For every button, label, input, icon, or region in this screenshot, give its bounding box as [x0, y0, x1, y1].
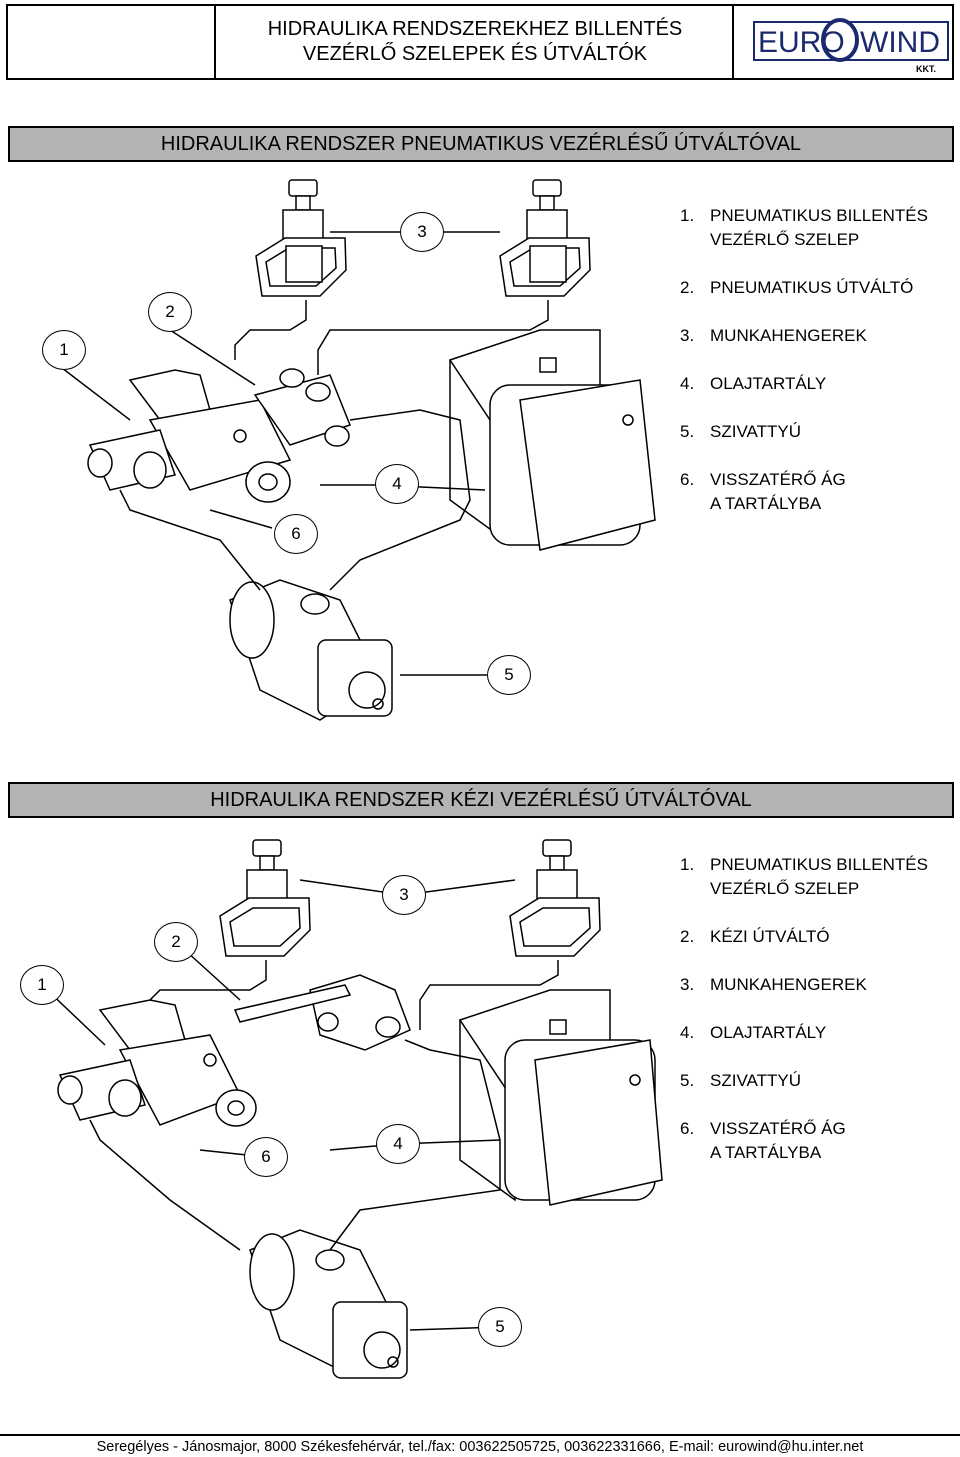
- section1-title-bar: HIDRAULIKA RENDSZER PNEUMATIKUS VEZÉRLÉS…: [8, 126, 954, 162]
- section1-title: HIDRAULIKA RENDSZER PNEUMATIKUS VEZÉRLÉS…: [160, 132, 802, 155]
- section1-pump: [230, 580, 392, 720]
- section1-cylinder-right: [500, 180, 590, 296]
- document-title: HIDRAULIKA RENDSZEREKHEZ BILLENTÉS VEZÉR…: [218, 6, 734, 78]
- section2-valve-assembly: [58, 1000, 256, 1126]
- s1-callout-1: 1: [42, 330, 86, 370]
- header-empty-cell: [8, 6, 216, 78]
- section1-legend: 1.PNEUMATIKUS BILLENTÉS VEZÉRLŐ SZELEP 2…: [680, 204, 928, 540]
- s1-callout-4: 4: [375, 464, 419, 504]
- section2-oil-tank: [460, 990, 662, 1205]
- s1-callout-2: 2: [148, 292, 192, 332]
- section2-cylinder-right: [510, 840, 600, 956]
- s2-callout-5: 5: [478, 1307, 522, 1347]
- s2-callout-2: 2: [154, 922, 198, 962]
- legend-item: 4.OLAJTARTÁLY: [680, 1023, 827, 1042]
- legend-item: 5.SZIVATTYÚ: [680, 1071, 801, 1090]
- section2-legend: 1.PNEUMATIKUS BILLENTÉS VEZÉRLŐ SZELEP 2…: [680, 853, 928, 1189]
- document-footer: Seregélyes - Jánosmajor, 8000 Székesfehé…: [0, 1434, 960, 1455]
- document-header: HIDRAULIKA RENDSZEREKHEZ BILLENTÉS VEZÉR…: [6, 4, 954, 80]
- s1-callout-3: 3: [400, 212, 444, 252]
- section2-title: HIDRAULIKA RENDSZER KÉZI VEZÉRLÉSŰ ÚTVÁL…: [210, 788, 752, 811]
- legend-item: 1.PNEUMATIKUS BILLENTÉS VEZÉRLŐ SZELEP: [680, 855, 928, 898]
- legend-item: 2.PNEUMATIKUS ÚTVÁLTÓ: [680, 278, 914, 297]
- legend-item: 5.SZIVATTYÚ: [680, 422, 801, 441]
- legend-item: 3.MUNKAHENGEREK: [680, 975, 867, 994]
- section2-title-bar: HIDRAULIKA RENDSZER KÉZI VEZÉRLÉSŰ ÚTVÁL…: [8, 782, 954, 818]
- s2-callout-4: 4: [376, 1124, 420, 1164]
- logo-wind: WIND: [860, 26, 940, 59]
- s2-callout-6: 6: [244, 1137, 288, 1177]
- legend-item: 6.VISSZATÉRŐ ÁG A TARTÁLYBA: [680, 1119, 846, 1162]
- eurowind-logo: EURO WIND KKT.: [736, 6, 952, 78]
- legend-item: 4.OLAJTARTÁLY: [680, 374, 827, 393]
- logo-euro: EURO: [758, 26, 845, 59]
- s2-callout-3: 3: [382, 875, 426, 915]
- title-line-1: HIDRAULIKA RENDSZEREKHEZ BILLENTÉS: [267, 18, 683, 40]
- s1-callout-6: 6: [274, 514, 318, 554]
- section2-manual-valve: [235, 975, 410, 1050]
- section1-cylinder-left: [256, 180, 346, 296]
- section1-pipe-c: [330, 410, 470, 590]
- legend-item: 2.KÉZI ÚTVÁLTÓ: [680, 927, 830, 946]
- section2-cylinder-left: [220, 840, 310, 956]
- section1-valve-assembly: [88, 369, 350, 502]
- section1-pipe-return: [120, 490, 260, 590]
- section1-pipe-b: [318, 300, 548, 375]
- section1-oil-tank: [450, 330, 655, 550]
- legend-item: 3.MUNKAHENGEREK: [680, 326, 867, 345]
- legend-item: 1.PNEUMATIKUS BILLENTÉS VEZÉRLŐ SZELEP: [680, 206, 928, 249]
- section2-pump: [250, 1230, 407, 1378]
- s1-callout-5: 5: [487, 655, 531, 695]
- legend-item: 6.VISSZATÉRŐ ÁG A TARTÁLYBA: [680, 470, 846, 513]
- title-line-2: VEZÉRLŐ SZELEPEK ÉS ÚTVÁLTÓK: [302, 43, 648, 65]
- s2-callout-1: 1: [20, 965, 64, 1005]
- logo-kkt: KKT.: [916, 64, 936, 74]
- section1-pipe-a: [235, 300, 306, 360]
